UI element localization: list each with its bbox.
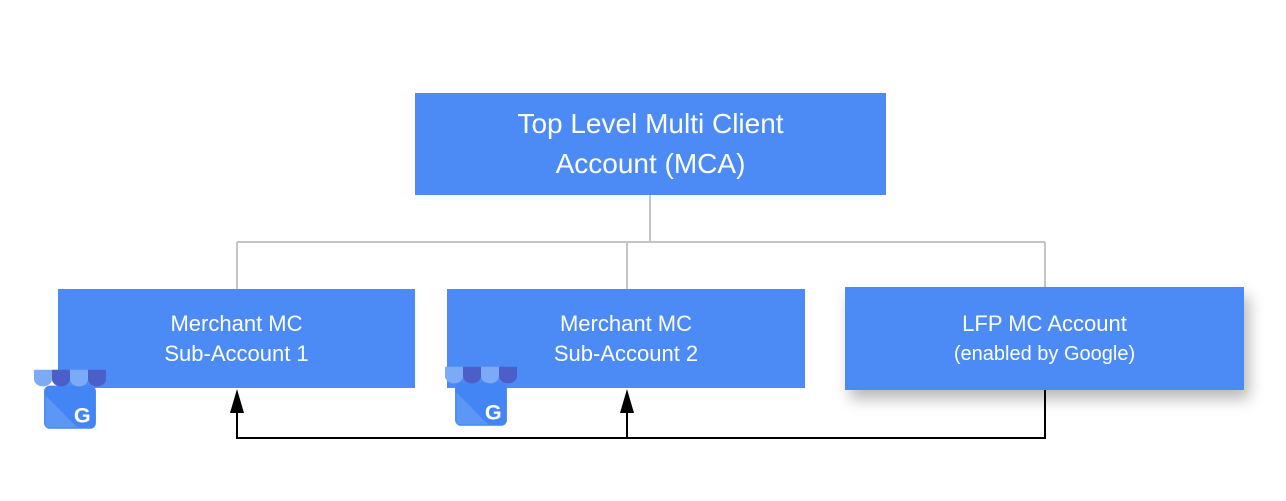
node-top-level-mca-line2: Account (MCA) — [555, 148, 746, 179]
node-top-level-mca: Top Level Multi Client Account (MCA) — [415, 93, 886, 195]
node-merchant-sub-account-1: Merchant MC Sub-Account 1 — [58, 289, 415, 388]
node-merchant-sub-account-2-line1: Merchant MC — [559, 310, 693, 336]
node-top-level-mca-line1: Top Level Multi Client — [517, 108, 784, 139]
arrow-connector-lines — [236, 390, 1046, 439]
node-merchant-sub-account-1-line2: Sub-Account 1 — [164, 340, 309, 366]
google-my-business-icon — [34, 368, 106, 432]
node-lfp-mc-account: LFP MC Account (enabled by Google) — [845, 287, 1244, 390]
node-lfp-mc-account-line2: (enabled by Google) — [953, 342, 1136, 365]
arrowhead-to-sub2-icon — [620, 389, 634, 413]
node-merchant-sub-account-1-line1: Merchant MC — [170, 310, 303, 336]
google-my-business-icon — [445, 365, 517, 429]
tree-connector-lines — [236, 195, 1046, 289]
node-merchant-sub-account-2-line2: Sub-Account 2 — [553, 340, 699, 366]
arrowhead-to-sub1-icon — [230, 389, 244, 413]
node-lfp-mc-account-line1: LFP MC Account — [962, 310, 1127, 336]
